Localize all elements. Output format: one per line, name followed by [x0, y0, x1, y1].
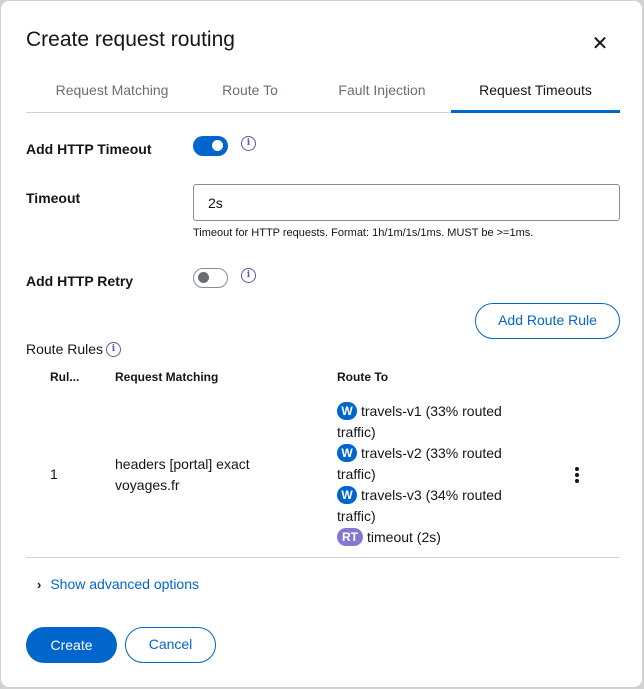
kebab-dot [575, 479, 579, 483]
route-text: traffic) [337, 424, 376, 440]
http-timeout-label: Add HTTP Timeout [26, 141, 152, 157]
info-icon[interactable]: i [106, 342, 121, 357]
close-icon[interactable]: ✕ [591, 33, 609, 55]
rule-number: 1 [50, 466, 58, 482]
route-rules-title: Route Rules [26, 341, 103, 357]
workload-badge: W [337, 486, 357, 504]
show-advanced-options-toggle[interactable]: › Show advanced options [37, 576, 199, 592]
route-text: traffic) [337, 466, 376, 482]
http-timeout-toggle[interactable] [193, 136, 228, 156]
add-route-rule-button[interactable]: Add Route Rule [475, 303, 620, 339]
route-text: travels-v3 (34% routed [361, 487, 502, 503]
toggle-knob [198, 272, 209, 283]
toggle-knob [212, 140, 223, 151]
tab-request-matching[interactable]: Request Matching [55, 82, 169, 98]
http-retry-label: Add HTTP Retry [26, 273, 134, 289]
column-header-route-to[interactable]: Route To [337, 370, 389, 384]
tab-bar: Request Matching Route To Fault Injectio… [26, 75, 620, 113]
modal-title: Create request routing [26, 28, 235, 51]
workload-badge: W [337, 402, 357, 420]
route-text: travels-v2 (33% routed [361, 445, 502, 461]
matching-line: headers [portal] exact [115, 456, 250, 472]
info-icon[interactable]: i [241, 268, 256, 283]
chevron-right-icon: › [37, 577, 42, 592]
info-icon[interactable]: i [241, 136, 256, 151]
create-button[interactable]: Create [26, 627, 117, 663]
route-text: traffic) [337, 508, 376, 524]
kebab-dot [575, 473, 579, 477]
route-rules-label: Route Rules [26, 341, 104, 357]
timeout-label: Timeout [26, 190, 81, 206]
timeout-helper-text: Timeout for HTTP requests. Format: 1h/1m… [193, 227, 534, 239]
http-retry-toggle[interactable] [193, 268, 228, 288]
matching-line: voyages.fr [115, 477, 180, 493]
table-divider [26, 557, 620, 558]
timeout-text: timeout (2s) [367, 529, 441, 545]
column-header-rule[interactable]: Rul... [50, 370, 80, 384]
kebab-dot [575, 467, 579, 471]
show-advanced-options-label: Show advanced options [50, 576, 200, 592]
tab-fault-injection[interactable]: Fault Injection [338, 82, 426, 98]
cancel-button[interactable]: Cancel [125, 627, 216, 663]
route-text: travels-v1 (33% routed [361, 403, 502, 419]
tab-request-timeouts[interactable]: Request Timeouts [451, 75, 620, 113]
request-timeout-badge: RT [337, 528, 363, 546]
workload-badge: W [337, 444, 357, 462]
column-header-request-matching[interactable]: Request Matching [115, 370, 219, 384]
tab-route-to[interactable]: Route To [222, 82, 278, 98]
timeout-input[interactable] [193, 184, 620, 221]
kebab-menu-icon[interactable] [572, 467, 582, 483]
request-matching-cell: headers [portal] exact voyages.fr [115, 454, 250, 496]
